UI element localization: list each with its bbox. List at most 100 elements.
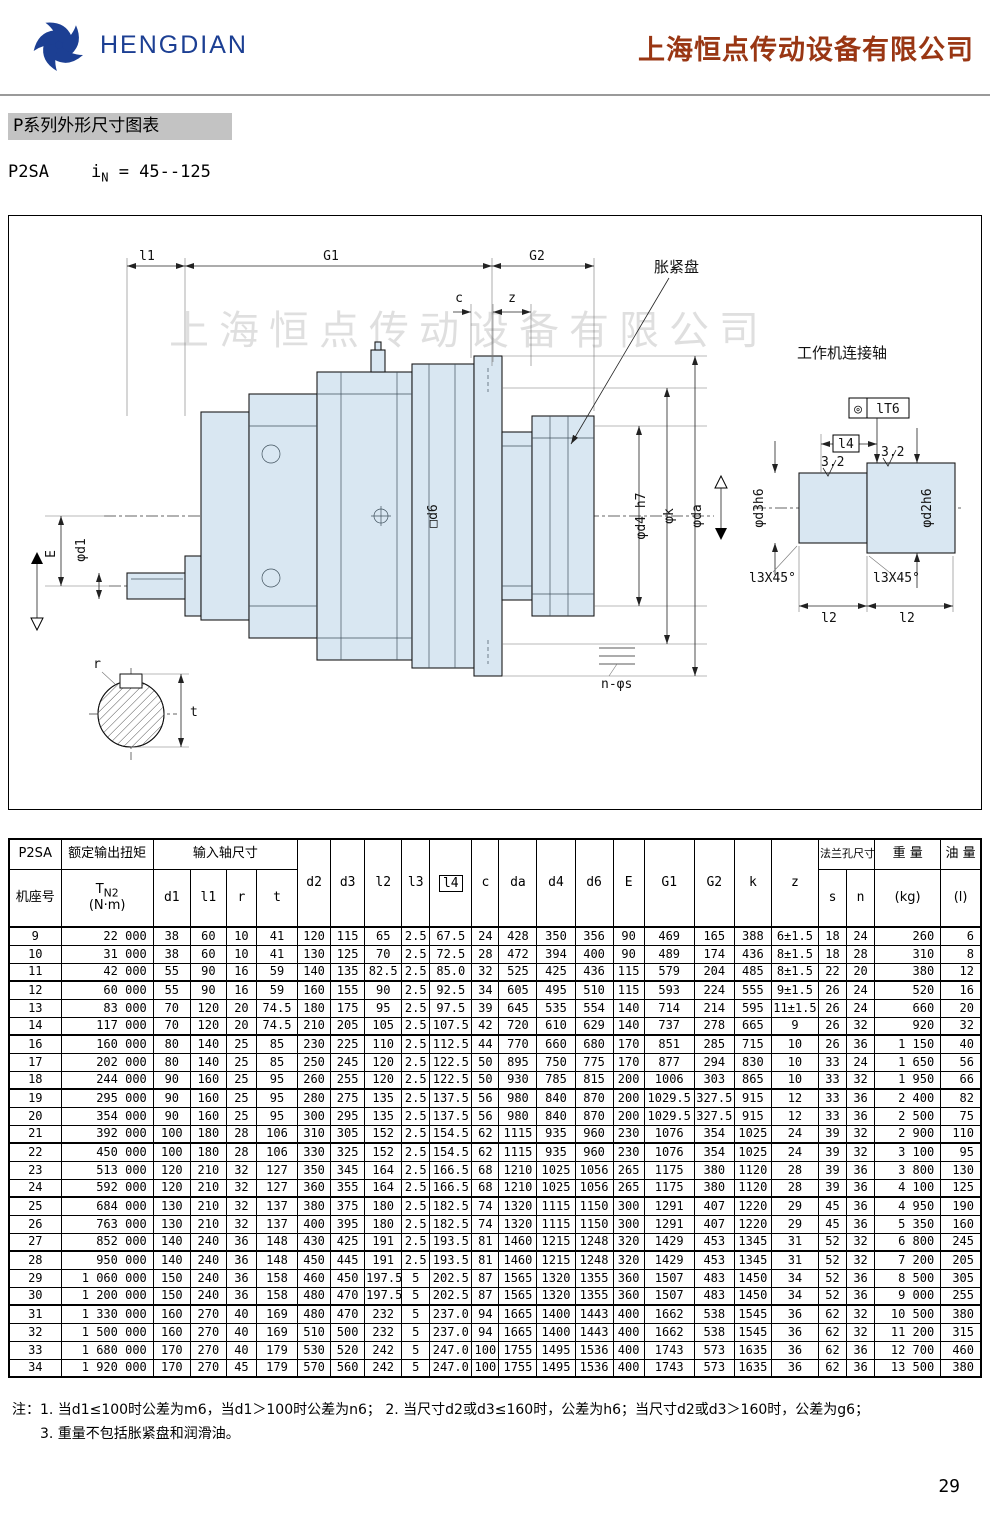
dim-l2-right: l2 — [899, 611, 915, 626]
table-cell: 62 — [471, 1142, 500, 1162]
table-cell: 12 — [940, 962, 982, 982]
table-cell: 1 920 000 — [60, 1358, 154, 1378]
table-cell: 94 — [471, 1322, 500, 1342]
table-cell: 1291 — [643, 1196, 695, 1216]
table-cell: 930 — [498, 1070, 538, 1090]
table-cell: 95 — [255, 1106, 299, 1126]
table-cell: 5 — [401, 1268, 431, 1288]
col-header-l3: l3 — [401, 838, 431, 928]
tolerance-value: lT6 — [876, 402, 899, 417]
table-cell: 2.5 — [401, 1124, 431, 1144]
table-cell: 270 — [189, 1322, 227, 1342]
table-cell: 45 — [225, 1358, 257, 1378]
table-cell: 270 — [189, 1304, 227, 1324]
table-cell: 18 — [817, 944, 848, 964]
table-cell: 210 — [189, 1160, 227, 1180]
table-cell: 74 — [471, 1196, 500, 1216]
table-cell: 25 — [225, 1052, 257, 1072]
table-cell: 68 — [471, 1178, 500, 1198]
table-cell: 39 — [817, 1142, 848, 1162]
table-cell: 2.5 — [401, 1034, 431, 1054]
table-cell: 1662 — [643, 1304, 695, 1324]
col-header-weight: 重 量 — [874, 838, 942, 870]
table-cell: 148 — [255, 1232, 299, 1252]
section-arrow-down — [30, 617, 44, 632]
table-cell: 4 100 — [874, 1178, 942, 1198]
table-cell: 237.0 — [429, 1304, 473, 1324]
table-cell: 470 — [330, 1304, 366, 1324]
table-cell: 31 — [770, 1232, 819, 1252]
table-cell: 354 — [693, 1142, 735, 1162]
table-cell: 560 — [330, 1358, 366, 1378]
table-cell: 450 — [330, 1268, 366, 1288]
table-cell: 915 — [733, 1088, 772, 1108]
table-cell: 122.5 — [429, 1052, 473, 1072]
table-cell: 65 — [364, 926, 403, 946]
table-cell: 1755 — [498, 1340, 538, 1360]
table-cell: 450 — [297, 1250, 332, 1270]
table-cell: 684 000 — [60, 1196, 154, 1216]
right-dimensions: φd4 h7 φk φda n-φs — [502, 355, 728, 692]
table-cell: 21 — [8, 1124, 62, 1144]
table-cell: 9±1.5 — [770, 980, 819, 1000]
table-cell: 22 000 — [60, 926, 154, 946]
table-cell: 81 — [471, 1232, 500, 1252]
table-cell: 260 — [874, 926, 942, 946]
table-cell: 62 — [471, 1124, 500, 1144]
table-cell: 1220 — [733, 1196, 772, 1216]
table-cell: 107.5 — [429, 1016, 473, 1036]
table-cell: 1345 — [733, 1250, 772, 1270]
table-cell: 26 — [817, 1034, 848, 1054]
table-cell: 32 — [225, 1160, 257, 1180]
table-cell: 12 — [770, 1088, 819, 1108]
table-cell: 5 — [401, 1322, 431, 1342]
table-cell: 36 — [846, 1160, 876, 1180]
table-cell: 70 — [152, 1016, 191, 1036]
table-cell: 1 680 000 — [60, 1340, 154, 1360]
table-cell: 400 — [574, 944, 614, 964]
table-cell: 10 — [770, 1052, 819, 1072]
table-cell: 1150 — [574, 1196, 614, 1216]
table-cell: 32 — [940, 1016, 982, 1036]
table-cell: 1025 — [733, 1124, 772, 1144]
dim-phi-d1: φd1 — [74, 538, 89, 561]
table-cell: 36 — [846, 1034, 876, 1054]
table-cell: 32 — [846, 1016, 876, 1036]
table-cell: 52 — [817, 1250, 848, 1270]
balance-arrow-up — [714, 474, 728, 489]
table-cell: 210 — [297, 1016, 332, 1036]
table-cell: 5 — [401, 1358, 431, 1378]
table-cell: 154.5 — [429, 1142, 473, 1162]
table-cell: 2.5 — [401, 1142, 431, 1162]
table-cell: 90 — [189, 980, 227, 1000]
table-cell: 36 — [770, 1340, 819, 1360]
table-cell: 39 — [817, 1178, 848, 1198]
table-cell: 85 — [255, 1034, 299, 1054]
dim-E: E — [44, 550, 59, 558]
table-cell: 1120 — [733, 1178, 772, 1198]
table-cell: 450 000 — [60, 1142, 154, 1162]
table-cell: 295 — [330, 1106, 366, 1126]
table-cell: 125 — [330, 944, 366, 964]
table-cell: 6±1.5 — [770, 926, 819, 946]
table-cell: 294 — [693, 1052, 735, 1072]
dim-r: r — [93, 657, 101, 672]
table-cell: 29 — [8, 1268, 62, 1288]
table-cell: 1565 — [498, 1268, 538, 1288]
table-cell: 470 — [330, 1286, 366, 1306]
table-cell: 56 — [940, 1052, 982, 1072]
table-cell: 525 — [498, 962, 538, 982]
table-cell: 573 — [693, 1340, 735, 1360]
table-cell: 12 — [770, 1106, 819, 1126]
table-cell: 950 000 — [60, 1250, 154, 1270]
table-cell: 85 — [255, 1052, 299, 1072]
table-cell: 960 — [574, 1124, 614, 1144]
table-cell: 851 — [643, 1034, 695, 1054]
table-cell: 62 — [817, 1358, 848, 1378]
